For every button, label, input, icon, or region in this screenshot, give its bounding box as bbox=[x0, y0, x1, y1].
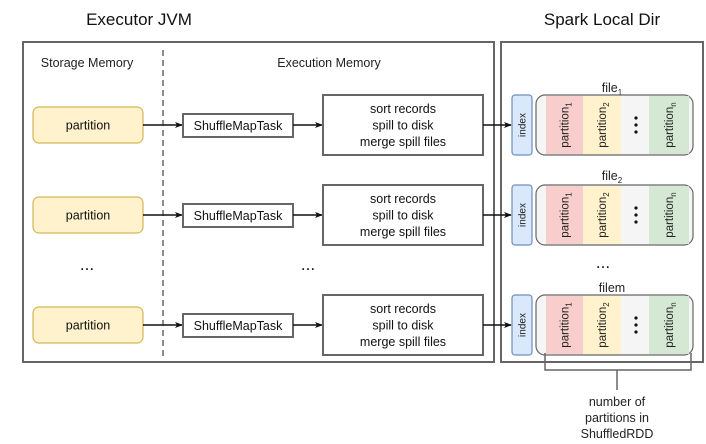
brace-caption-line-2: partitions in bbox=[585, 411, 649, 425]
shuffle-output-file: file1 index partition1 partition2 partitionn bbox=[511, 81, 694, 156]
file-partition-segment bbox=[583, 186, 621, 244]
file-partition-label: partitionn bbox=[664, 102, 678, 147]
shuffle-map-task-label: ShuffleMapTask bbox=[194, 119, 283, 133]
file-partition-label: partition1 bbox=[560, 302, 574, 348]
pipeline-row: partition ShuffleMapTask sort records spill… bbox=[32, 169, 694, 246]
file-partition-segment bbox=[546, 296, 583, 354]
file-partition-segment bbox=[649, 296, 689, 354]
file-partition-segment bbox=[546, 96, 583, 154]
shuffle-map-task-label: ShuffleMapTask bbox=[194, 209, 283, 223]
shuffle-step-label: spill to disk bbox=[372, 209, 434, 223]
file-partition-label: partition1 bbox=[560, 192, 574, 238]
storage-partition-label: partition bbox=[66, 209, 111, 223]
index-block bbox=[511, 294, 533, 356]
brace-caption-line-3: ShuffledRDD bbox=[581, 427, 654, 441]
partition-ellipsis-dot bbox=[634, 316, 638, 320]
shuffle-step-label: sort records bbox=[370, 102, 436, 116]
partition-ellipsis-dot bbox=[634, 323, 638, 327]
shuffle-steps-box bbox=[322, 294, 484, 356]
file-partition-segment bbox=[583, 96, 621, 154]
shuffle-step-label: sort records bbox=[370, 302, 436, 316]
file-label: file2 bbox=[602, 169, 623, 185]
shuffle-steps-box bbox=[322, 94, 484, 156]
index-label: index bbox=[518, 203, 529, 227]
file-partition-segment bbox=[546, 186, 583, 244]
shuffle-steps-box bbox=[322, 184, 484, 246]
shuffle-step-label: spill to disk bbox=[372, 319, 434, 333]
shuffle-step-label: merge spill files bbox=[360, 335, 446, 349]
index-block bbox=[511, 94, 533, 156]
shuffle-step-label: merge spill files bbox=[360, 135, 446, 149]
task-ellipsis: ... bbox=[301, 255, 315, 274]
partition-ellipsis-dot bbox=[634, 130, 638, 134]
file-partition-segment bbox=[649, 186, 689, 244]
shuffle-output-file: filem index partition1 partition2 partitionn bbox=[511, 281, 694, 356]
shuffle-output-file: file2 index partition1 partition2 partitionn bbox=[511, 169, 694, 246]
shuffle-step-label: sort records bbox=[370, 192, 436, 206]
file-partition-label: partitionn bbox=[664, 302, 678, 347]
file-partition-label: partition2 bbox=[597, 102, 611, 148]
storage-partition-label: partition bbox=[66, 119, 111, 133]
storage-memory-label: Storage Memory bbox=[41, 56, 134, 70]
partition-ellipsis-dot bbox=[634, 220, 638, 224]
index-block bbox=[511, 184, 533, 246]
partition-ellipsis-dot bbox=[634, 213, 638, 217]
spark-local-dir-title: Spark Local Dir bbox=[544, 10, 661, 29]
partition-ellipsis-dot bbox=[634, 123, 638, 127]
partition-ellipsis: ... bbox=[80, 255, 94, 274]
file-label: filem bbox=[599, 281, 625, 295]
storage-partition-label: partition bbox=[66, 319, 111, 333]
shuffle-step-label: spill to disk bbox=[372, 119, 434, 133]
brace-caption-line-1: number of bbox=[589, 395, 646, 409]
file-partition-label: partitionn bbox=[664, 192, 678, 237]
executor-jvm-title: Executor JVM bbox=[86, 10, 192, 29]
pipeline-row: partition ShuffleMapTask sort records spill… bbox=[32, 81, 694, 156]
partition-ellipsis-dot bbox=[634, 116, 638, 120]
partitions-brace bbox=[544, 353, 692, 371]
file-partition-label: partition2 bbox=[597, 192, 611, 238]
file-label: file1 bbox=[602, 81, 623, 97]
pipeline-row: partition ShuffleMapTask sort records spill… bbox=[32, 281, 694, 356]
partition-ellipsis-dot bbox=[634, 330, 638, 334]
index-label: index bbox=[518, 313, 529, 337]
partition-ellipsis-dot bbox=[634, 206, 638, 210]
shuffle-step-label: merge spill files bbox=[360, 225, 446, 239]
shuffle-map-task-label: ShuffleMapTask bbox=[194, 319, 283, 333]
file-ellipsis: ... bbox=[596, 253, 610, 272]
index-label: index bbox=[518, 113, 529, 137]
file-partition-segment bbox=[649, 96, 689, 154]
file-partition-segment bbox=[583, 296, 621, 354]
file-partition-label: partition1 bbox=[560, 102, 574, 148]
execution-memory-label: Execution Memory bbox=[277, 56, 381, 70]
file-partition-label: partition2 bbox=[597, 302, 611, 348]
